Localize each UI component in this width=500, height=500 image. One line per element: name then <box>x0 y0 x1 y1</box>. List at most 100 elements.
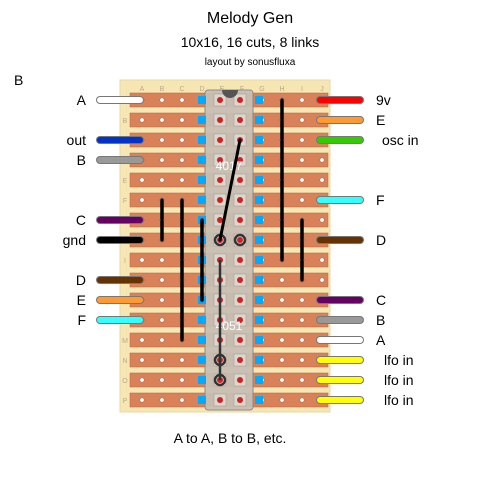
chip-hole <box>217 177 223 183</box>
chip-pin <box>255 376 263 384</box>
chip-hole <box>237 337 243 343</box>
wire-label-right: lfo in <box>384 372 414 388</box>
chip-pin <box>255 236 263 244</box>
track-cut <box>233 233 247 247</box>
chip-hole <box>237 357 243 363</box>
board-hole <box>299 117 305 123</box>
corner-label: B <box>14 72 24 88</box>
board-hole <box>179 157 185 163</box>
board-hole <box>299 337 305 343</box>
board-hole <box>319 217 325 223</box>
chip-hole <box>237 117 243 123</box>
wire-label-left: D <box>76 272 86 288</box>
board-hole <box>159 137 165 143</box>
board-hole <box>299 197 305 203</box>
wire-label-left: out <box>67 132 87 148</box>
board-hole <box>179 117 185 123</box>
chip-pin <box>255 136 263 144</box>
board-hole <box>159 157 165 163</box>
chip-pin <box>255 256 263 264</box>
chip-pin <box>255 396 263 404</box>
chip-pin <box>255 216 263 224</box>
chip-hole <box>217 117 223 123</box>
chip-pin <box>255 156 263 164</box>
board-hole <box>159 317 165 323</box>
wire-label-left: C <box>76 212 86 228</box>
board-hole <box>299 317 305 323</box>
board-hole <box>159 277 165 283</box>
column-label: G <box>259 86 264 93</box>
board-hole <box>179 97 185 103</box>
board-hole <box>279 377 285 383</box>
column-label: H <box>279 86 284 93</box>
chip-hole <box>237 177 243 183</box>
chip-hole <box>217 97 223 103</box>
chip-hole <box>217 137 223 143</box>
board-hole <box>139 397 145 403</box>
chip-pin <box>198 196 206 204</box>
row-label: N <box>122 358 127 365</box>
chip-pin <box>198 336 206 344</box>
board-hole <box>159 177 165 183</box>
chip-hole <box>237 277 243 283</box>
chip-hole <box>237 377 243 383</box>
chip-hole <box>237 97 243 103</box>
chip-pin <box>198 356 206 364</box>
board-hole <box>139 337 145 343</box>
diagram-subtitle: 10x16, 16 cuts, 8 links <box>180 34 320 50</box>
wire-label-right: osc in <box>382 132 419 148</box>
board-hole <box>299 357 305 363</box>
chip-pin <box>255 196 263 204</box>
wire-label-right: lfo in <box>384 392 414 408</box>
wire-label-right: lfo in <box>384 352 414 368</box>
board-hole <box>299 397 305 403</box>
wire-label-left: F <box>77 312 86 328</box>
board-hole <box>139 357 145 363</box>
board-hole <box>179 357 185 363</box>
wire-label-right: D <box>376 232 386 248</box>
chip-pin <box>255 176 263 184</box>
wire-label-right: B <box>376 312 385 328</box>
board-hole <box>159 97 165 103</box>
board-hole <box>279 357 285 363</box>
board-hole <box>319 157 325 163</box>
board-hole <box>279 397 285 403</box>
board-hole <box>159 117 165 123</box>
chip-pin <box>255 116 263 124</box>
chip-pin <box>198 116 206 124</box>
wire-label-right: C <box>376 292 386 308</box>
chip-hole <box>217 217 223 223</box>
chip-pin <box>255 316 263 324</box>
wire-label-right: 9v <box>376 92 391 108</box>
chip-hole <box>217 397 223 403</box>
board-hole <box>299 177 305 183</box>
chip-pin <box>198 156 206 164</box>
chip-hole <box>237 397 243 403</box>
board-hole <box>279 297 285 303</box>
board-hole <box>179 177 185 183</box>
board-hole <box>319 277 325 283</box>
chip-hole <box>237 197 243 203</box>
chip-pin <box>198 376 206 384</box>
board-hole <box>159 257 165 263</box>
row-label: I <box>124 258 126 265</box>
board-hole <box>299 97 305 103</box>
chip-pin <box>255 336 263 344</box>
chip-pin <box>198 96 206 104</box>
board-hole <box>319 257 325 263</box>
chip-pin <box>255 296 263 304</box>
footer-note: A to A, B to B, etc. <box>173 430 287 446</box>
wire-label-right: A <box>376 332 386 348</box>
chip-hole <box>237 157 243 163</box>
column-label: B <box>160 86 165 93</box>
board-hole <box>139 257 145 263</box>
board-hole <box>299 377 305 383</box>
chip-pin <box>255 276 263 284</box>
chip-hole <box>237 237 243 243</box>
board-hole <box>159 297 165 303</box>
board-hole <box>299 137 305 143</box>
diagram-title: Melody Gen <box>206 10 294 27</box>
chip-hole <box>237 297 243 303</box>
chip-pin <box>255 356 263 364</box>
board-hole <box>159 377 165 383</box>
